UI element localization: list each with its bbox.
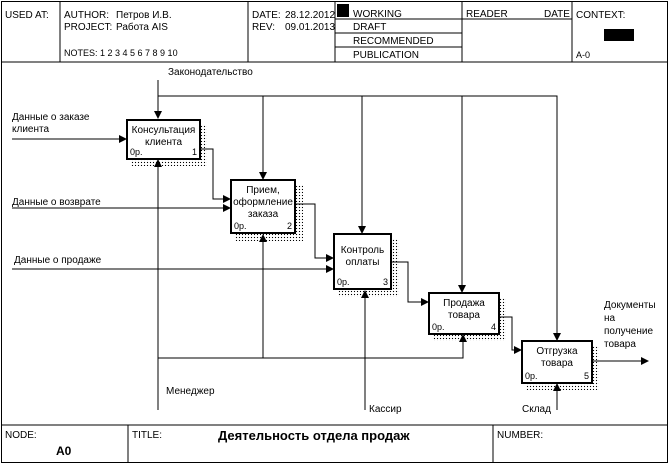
label-order-data: Данные о заказе клиента <box>12 112 90 135</box>
label-cashier: Кассир <box>369 404 402 415</box>
date-value: 28.12.2012 <box>285 10 336 21</box>
project-value: Работа AIS <box>116 22 168 33</box>
number-label: NUMBER: <box>497 430 544 441</box>
activity-box-2: Прием, оформление заказа 0р. 2 <box>230 179 296 234</box>
label-law: Законодательство <box>168 67 253 78</box>
node-value: A0 <box>56 444 72 458</box>
arrow-manager-to-4 <box>263 334 467 359</box>
context-node: A-0 <box>576 50 591 60</box>
reader-date-label: DATE <box>544 9 570 20</box>
title-label: TITLE: <box>132 430 163 441</box>
activity-label: Отгрузка товара <box>536 346 578 369</box>
arrow-4-to-5 <box>500 316 522 354</box>
arrow-3-to-4 <box>392 261 429 306</box>
label-sale-data: Данные о продаже <box>14 255 102 266</box>
date-label: DATE: <box>252 10 281 21</box>
activity-cost: 0р. <box>130 147 143 157</box>
diagram-title: Деятельность отдела продаж <box>218 428 410 443</box>
activity-label: Контроль оплаты <box>340 245 385 268</box>
activity-box-3: Контроль оплаты 0р. 3 <box>333 233 392 290</box>
activity-box-4: Продажа товара 0р. 4 <box>428 292 500 335</box>
arrow-law-to-5 <box>462 95 561 341</box>
used-at-label: USED AT: <box>5 10 49 21</box>
label-return-data: Данные о возврате <box>12 197 101 208</box>
reader-label: READER <box>466 9 508 20</box>
status-working: WORKING <box>353 9 402 20</box>
label-manager: Менеджер <box>166 386 215 397</box>
arrow-1-to-2 <box>201 148 231 203</box>
activity-number: 5 <box>583 371 589 381</box>
activity-number: 3 <box>382 277 388 287</box>
working-marker <box>337 4 349 17</box>
activity-number: 4 <box>490 322 496 332</box>
context-thumbnail <box>604 29 634 41</box>
node-label: NODE: <box>5 430 37 441</box>
activity-number: 1 <box>191 147 197 157</box>
activity-label: Продажа товара <box>443 298 485 321</box>
status-draft: DRAFT <box>353 22 387 33</box>
activity-label: Консультация клиента <box>131 125 196 148</box>
rev-label: REV: <box>252 22 275 33</box>
status-publication: PUBLICATION <box>353 50 419 61</box>
notes-label: NOTES: 1 2 3 4 5 6 7 8 9 10 <box>64 48 178 58</box>
author-value: Петров И.В. <box>116 10 172 21</box>
rev-value: 09.01.2013 <box>285 22 336 33</box>
arrow-manager-to-2 <box>158 234 267 359</box>
label-warehouse: Склад <box>522 404 551 415</box>
activity-cost: 0р. <box>337 277 350 287</box>
context-label: CONTEXT: <box>576 10 626 21</box>
label-docs: Документы на получение товара <box>604 300 656 350</box>
activity-box-5: Отгрузка товара 0р. 5 <box>521 340 593 384</box>
activity-cost: 0р. <box>525 371 538 381</box>
activity-number: 2 <box>286 221 292 231</box>
activity-cost: 0р. <box>234 221 247 231</box>
activity-box-1: Консультация клиента 0р. 1 <box>126 119 201 160</box>
author-label: AUTHOR: <box>64 10 109 21</box>
project-label: PROJECT: <box>64 22 113 33</box>
activity-label: Прием, оформление заказа <box>233 185 293 220</box>
activity-cost: 0р. <box>432 322 445 332</box>
status-recommended: RECOMMENDED <box>353 36 434 47</box>
arrow-2-to-3 <box>296 203 334 262</box>
